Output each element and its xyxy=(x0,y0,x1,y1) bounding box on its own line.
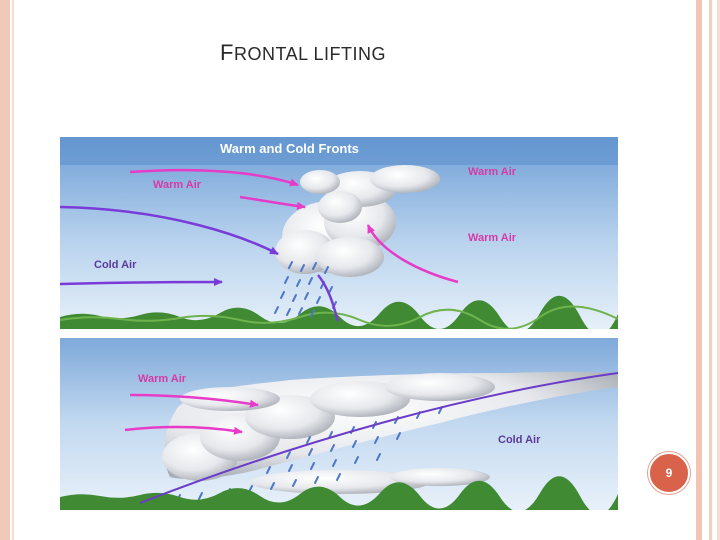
slide-title: FRONTAL LIFTING xyxy=(220,40,386,66)
bottom-label-cold-air: Cold Air xyxy=(498,434,541,446)
left-border-decoration xyxy=(0,0,10,540)
top-label-warm-air-right-lower: Warm Air xyxy=(468,232,517,244)
top-label-warm-air-right-upper: Warm Air xyxy=(468,166,517,178)
bottom-panel: Warm Air Cold Air xyxy=(60,338,618,510)
bottom-label-warm-air: Warm Air xyxy=(138,373,187,385)
fronts-diagram: Warm and Cold Fronts Warm Air Warm Air W… xyxy=(60,137,618,510)
top-panel: Warm and Cold Fronts Warm Air Warm Air W… xyxy=(60,137,618,335)
page-number-badge: 9 xyxy=(648,452,690,494)
slide-title-rest: RONTAL LIFTING xyxy=(234,44,386,64)
panel-divider xyxy=(60,329,618,338)
top-label-warm-air-left: Warm Air xyxy=(153,179,202,191)
slide-title-initial: F xyxy=(220,40,234,65)
right-border-line xyxy=(709,0,712,540)
diagram-heading: Warm and Cold Fronts xyxy=(220,141,359,156)
left-border-line xyxy=(12,0,14,540)
top-label-cold-air: Cold Air xyxy=(94,259,137,271)
right-border-decoration xyxy=(696,0,702,540)
